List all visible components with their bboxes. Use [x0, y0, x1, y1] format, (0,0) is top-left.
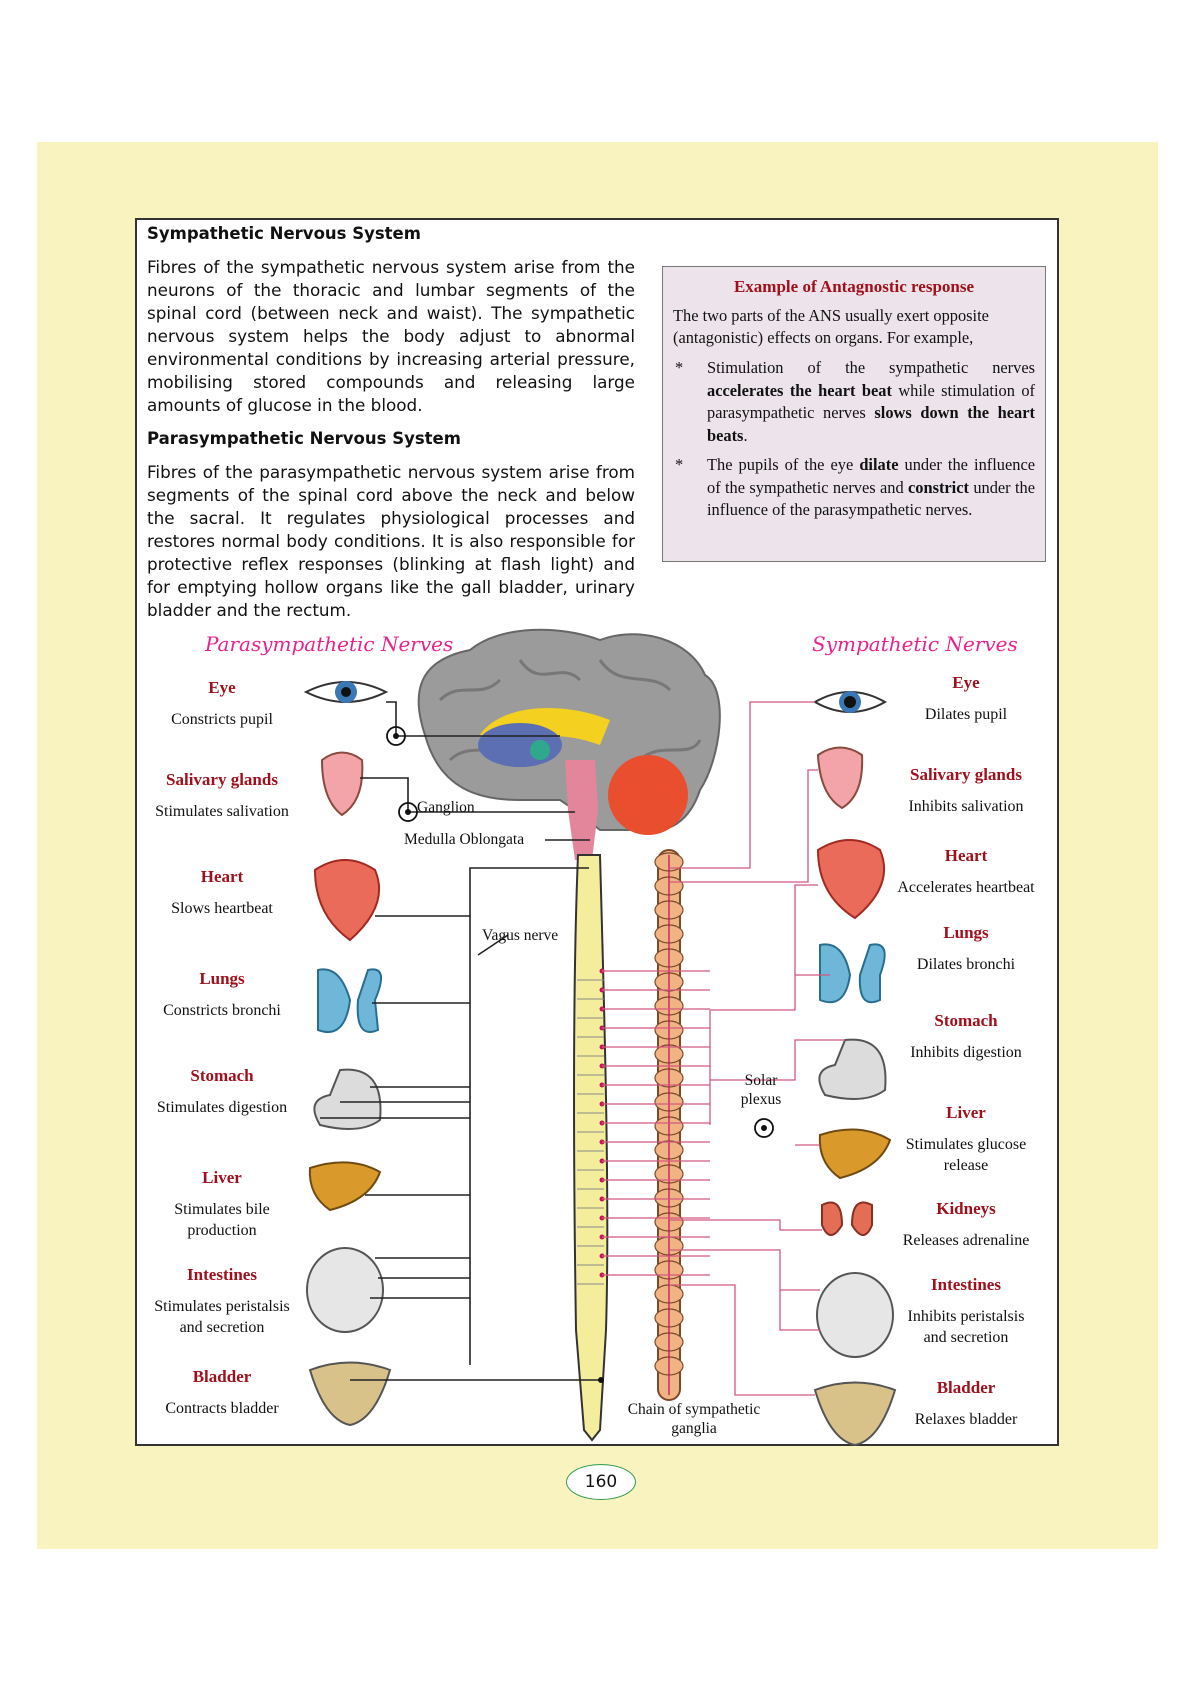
- para-organ-name: Liver: [132, 1168, 312, 1188]
- symp-bladder-line: [669, 1285, 815, 1395]
- spinal-cord-icon: [574, 855, 607, 1440]
- symp-organ-name: Bladder: [876, 1378, 1056, 1398]
- para-organ-name: Intestines: [132, 1265, 312, 1285]
- para-organ-name: Lungs: [132, 969, 312, 989]
- sympathetic-chain-label: Chain of sympathetic ganglia: [614, 1400, 774, 1438]
- para-organ-effect: Contracts bladder: [132, 1398, 312, 1419]
- symp-organ-effect: Dilates pupil: [876, 704, 1056, 725]
- para-organ-name: Eye: [132, 678, 312, 698]
- liver-icon: [820, 1130, 890, 1178]
- page-number: 160: [566, 1464, 636, 1500]
- para-organ-effect: Stimulates peristalsis and secretion: [142, 1296, 302, 1338]
- symp-organ-effect: Inhibits digestion: [876, 1042, 1056, 1063]
- parasympathetic-nerves-heading: Parasympathetic Nerves: [205, 632, 453, 656]
- para-organ-name: Bladder: [132, 1367, 312, 1387]
- symp-organ-effect: Inhibits peristalsis and secretion: [896, 1306, 1036, 1348]
- para-organ-name: Salivary glands: [132, 770, 312, 790]
- cerebellum-icon: [608, 755, 688, 835]
- para-organ-effect: Stimulates salivation: [132, 801, 312, 822]
- symp-organ-effect: Accelerates heartbeat: [876, 877, 1056, 898]
- pupil-icon: [341, 687, 351, 697]
- symp-organ-effect: Dilates bronchi: [876, 954, 1056, 975]
- liver-icon: [310, 1162, 380, 1210]
- para-organ-effect: Stimulates digestion: [132, 1097, 312, 1118]
- brain-illustration: [419, 630, 720, 860]
- symp-organ-name: Kidneys: [876, 1199, 1056, 1219]
- symp-organ-name: Eye: [876, 673, 1056, 693]
- hypothalamus-icon: [530, 740, 550, 760]
- intestine-nerve-lines: [370, 1258, 470, 1298]
- para-organ-name: Stomach: [132, 1066, 312, 1086]
- symp-organ-effect: Inhibits salivation: [876, 796, 1056, 817]
- symp-organ-name: Stomach: [876, 1011, 1056, 1031]
- vagus-nerve-label: Vagus nerve: [482, 926, 558, 945]
- symp-organ-name: Heart: [876, 846, 1056, 866]
- para-organ-effect: Constricts bronchi: [132, 1000, 312, 1021]
- symp-organ-effect: Releases adrenaline: [876, 1230, 1056, 1251]
- symp-kidney-line: [669, 1220, 822, 1230]
- mouth-tongue-icon: [818, 748, 862, 809]
- symp-organ-name: Lungs: [876, 923, 1056, 943]
- pupil-icon: [844, 696, 856, 708]
- symp-organ-name: Liver: [876, 1103, 1056, 1123]
- intestines-icon: [307, 1248, 383, 1332]
- lungs-icon: [318, 969, 381, 1032]
- solar-plexus-label: Solar plexus: [735, 1071, 787, 1109]
- left-organ-illustrations: [306, 681, 390, 1425]
- para-organ-effect: Stimulates bile production: [157, 1199, 287, 1241]
- thalamus-icon: [478, 723, 562, 767]
- solar-plexus-dot: [761, 1125, 767, 1131]
- para-organ-name: Heart: [132, 867, 312, 887]
- medulla-label: Medulla Oblongata: [404, 830, 524, 849]
- stomach-icon: [314, 1070, 380, 1129]
- heart-icon: [818, 840, 884, 918]
- mouth-tongue-icon: [322, 753, 362, 816]
- symp-heart-lungs-line: [710, 885, 830, 1010]
- ganglia-beads: [655, 853, 683, 1395]
- brainstem-icon: [565, 760, 598, 860]
- para-organ-effect: Constricts pupil: [132, 709, 312, 730]
- para-organ-effect: Slows heartbeat: [132, 898, 312, 919]
- symp-intestine-line: [669, 1250, 820, 1330]
- bladder-icon: [310, 1363, 390, 1426]
- ganglion-label: Ganglion: [417, 798, 475, 817]
- heart-icon: [315, 860, 379, 940]
- symp-organ-effect: Relaxes bladder: [876, 1409, 1056, 1430]
- kidneys-icon: [822, 1203, 872, 1236]
- lungs-icon: [820, 944, 885, 1002]
- symp-organ-effect: Stimulates glucose release: [896, 1134, 1036, 1176]
- sympathetic-nerves-heading: Sympathetic Nerves: [812, 632, 1018, 656]
- symp-organ-name: Intestines: [876, 1275, 1056, 1295]
- symp-organ-name: Salivary glands: [876, 765, 1056, 785]
